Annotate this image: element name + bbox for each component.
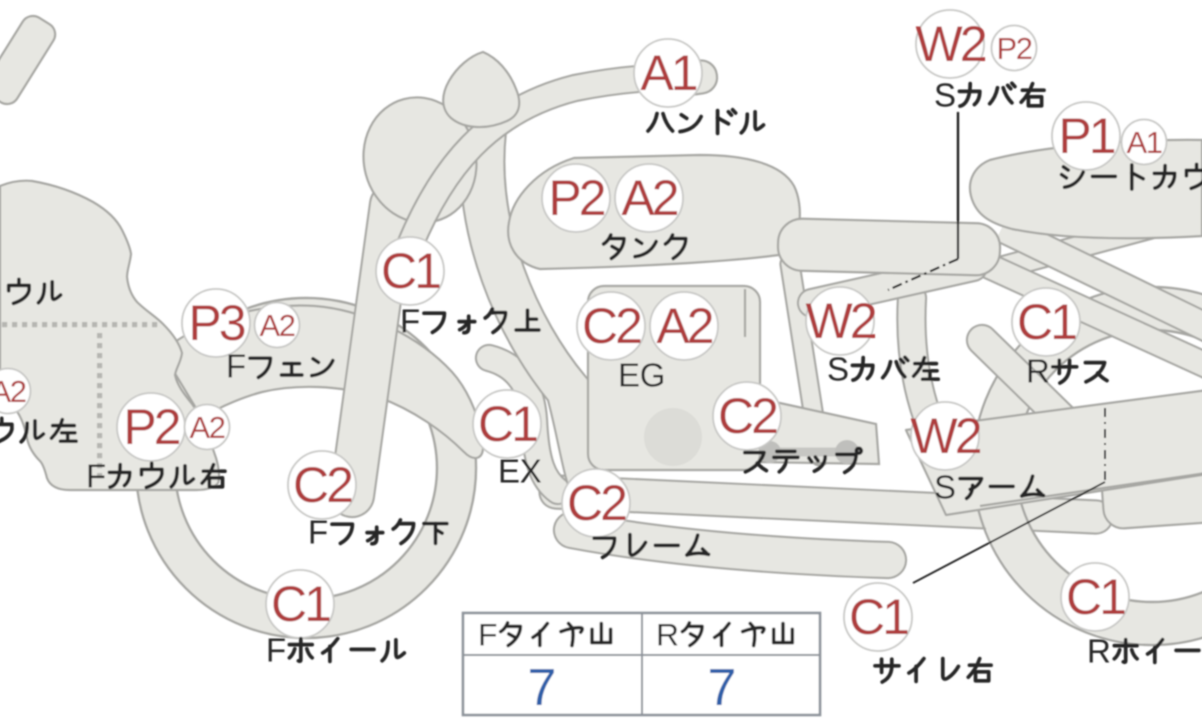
svg-text:P2: P2 bbox=[548, 170, 604, 226]
svg-text:F: F bbox=[400, 303, 420, 340]
svg-text:A2: A2 bbox=[260, 308, 295, 343]
svg-text:C1: C1 bbox=[381, 243, 440, 299]
svg-text:F: F bbox=[86, 458, 106, 495]
svg-text:C2: C2 bbox=[567, 475, 626, 531]
svg-text:R: R bbox=[1087, 633, 1111, 670]
svg-text:G: G bbox=[640, 357, 666, 394]
svg-text:C1: C1 bbox=[849, 589, 908, 645]
svg-text:A1: A1 bbox=[640, 45, 696, 101]
svg-text:C2: C2 bbox=[582, 298, 641, 354]
svg-text:C1: C1 bbox=[478, 396, 537, 452]
svg-text:A2: A2 bbox=[621, 170, 677, 226]
svg-text:C1: C1 bbox=[271, 576, 330, 632]
svg-text:P3: P3 bbox=[188, 295, 244, 351]
svg-text:F: F bbox=[478, 617, 497, 653]
svg-text:C2: C2 bbox=[718, 388, 777, 444]
svg-text:S: S bbox=[934, 77, 956, 114]
svg-text:W2: W2 bbox=[911, 408, 981, 464]
svg-text:7: 7 bbox=[528, 659, 557, 717]
svg-text:7: 7 bbox=[708, 659, 737, 717]
svg-text:F: F bbox=[266, 632, 286, 669]
svg-text:W2: W2 bbox=[916, 16, 986, 72]
svg-text:S: S bbox=[934, 469, 956, 506]
svg-text:R: R bbox=[656, 617, 679, 653]
svg-text:F: F bbox=[308, 514, 328, 551]
svg-text:E: E bbox=[498, 453, 520, 490]
svg-text:E: E bbox=[618, 357, 640, 394]
svg-text:P2: P2 bbox=[123, 399, 179, 455]
svg-text:P1: P1 bbox=[1058, 108, 1114, 164]
svg-text:A2: A2 bbox=[0, 374, 26, 409]
svg-text:W2: W2 bbox=[806, 293, 876, 349]
svg-text:R: R bbox=[1026, 353, 1050, 390]
svg-text:S: S bbox=[827, 351, 849, 388]
svg-text:P2: P2 bbox=[997, 31, 1032, 66]
svg-text:A2: A2 bbox=[190, 410, 225, 445]
svg-text:C1: C1 bbox=[1066, 569, 1125, 625]
svg-text:C2: C2 bbox=[293, 457, 352, 513]
svg-text:C1: C1 bbox=[1017, 294, 1076, 350]
svg-text:X: X bbox=[520, 453, 542, 490]
svg-text:A2: A2 bbox=[656, 298, 712, 354]
svg-text:A1: A1 bbox=[1127, 125, 1162, 160]
svg-text:F: F bbox=[226, 348, 246, 385]
